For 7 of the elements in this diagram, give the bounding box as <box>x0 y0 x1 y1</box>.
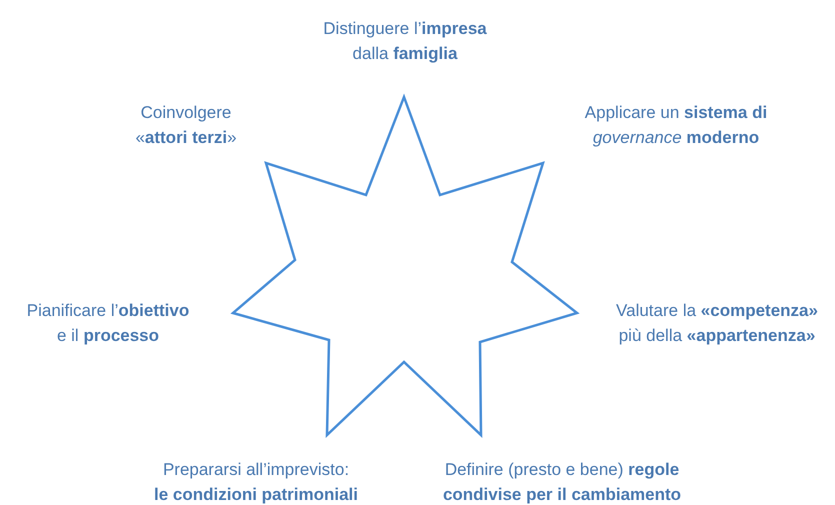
point-caption: Coinvolgere «attori terzi» <box>134 102 238 149</box>
point-caption: Prepararsi all’imprevisto: le condizioni patrimoniali <box>152 459 360 505</box>
point-caption: Distinguere l’impresa dalla famiglia <box>322 18 488 65</box>
point-caption: Applicare un sistema di governance moderno <box>584 102 768 149</box>
point-caption: Definire (presto e bene) regole condivise per il cambiamento <box>442 459 682 505</box>
point-caption: Valutare la «competenza» più della «appartenenza» <box>615 300 819 347</box>
point-caption: Pianificare l’obiettivo e il processo <box>26 300 190 347</box>
